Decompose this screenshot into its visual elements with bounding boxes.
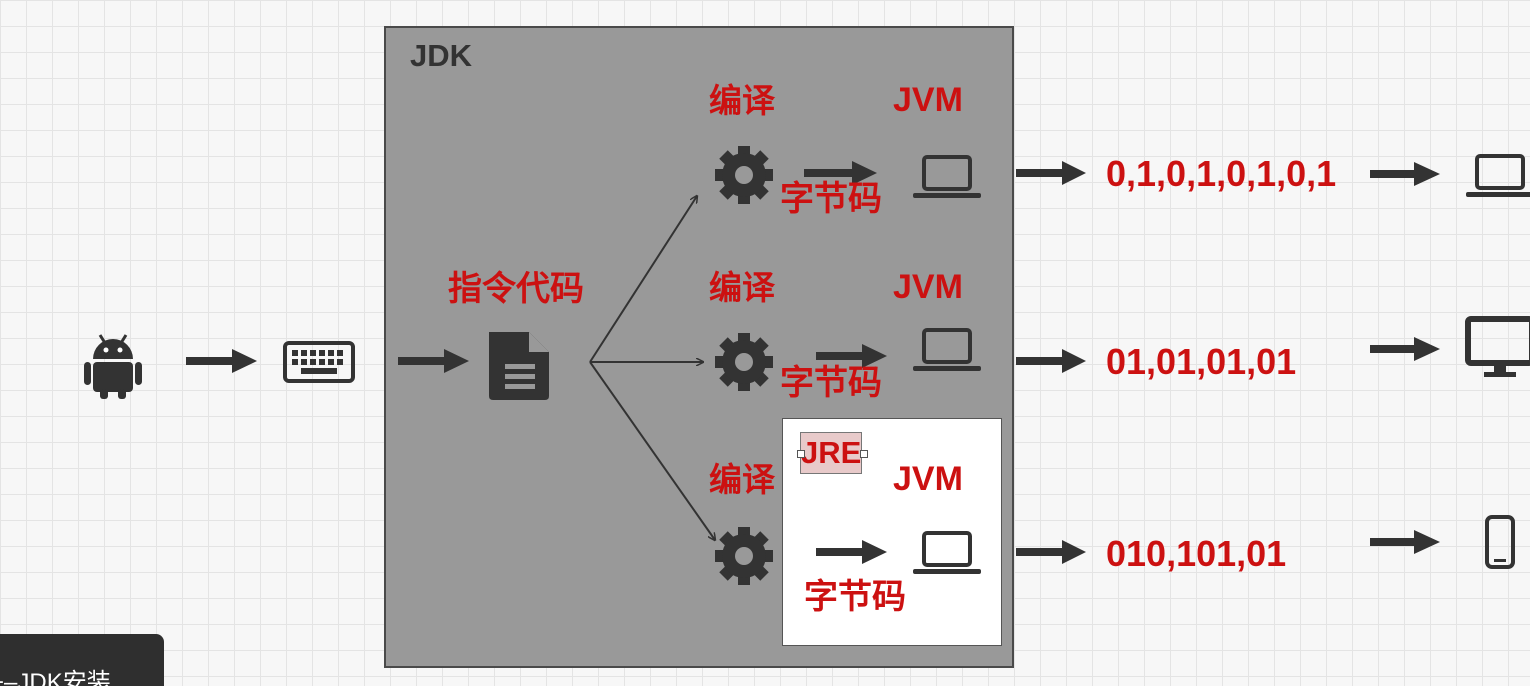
machine-code-label: 01,01,01,01: [1106, 341, 1297, 382]
flow-arrows: [186, 161, 1440, 564]
jre-label: JRE: [800, 432, 862, 474]
android-icon: [84, 334, 142, 399]
compile-label: 编译: [709, 82, 775, 119]
resize-handle-right[interactable]: [860, 450, 868, 458]
jvm-label: JVM: [893, 81, 963, 119]
arrow-keyboard-file: [398, 349, 469, 373]
file-icon: [489, 332, 549, 400]
bytecode-label: 字节码: [804, 578, 906, 616]
gear-icon: [715, 146, 773, 204]
machine-code-label: 0,1,0,1,0,1,0,1: [1106, 153, 1337, 194]
branch-arrows: [589, 196, 715, 540]
compile-label: 编译: [709, 461, 775, 498]
source-code-label: 指令代码: [448, 270, 584, 308]
laptop-icon: [911, 328, 983, 373]
arrow-jvm-code-3: [1016, 540, 1086, 564]
arrow-bytecode-jvm-2: [816, 344, 887, 368]
arrow-code-device-1: [1370, 162, 1440, 186]
branch-arrow-bottom: [589, 361, 715, 540]
gear-icon: [715, 333, 773, 391]
arrow-android-keyboard: [186, 349, 257, 373]
arrow-jvm-code-1: [1016, 161, 1086, 185]
resize-handle-left[interactable]: [797, 450, 805, 458]
laptop-icon: [911, 531, 983, 576]
jdk-label: JDK: [410, 38, 473, 73]
compile-label: 编译: [709, 269, 775, 306]
arrow-bytecode-jvm-3: [816, 540, 887, 564]
arrow-code-device-2: [1370, 337, 1440, 361]
monitor-icon: [1465, 316, 1530, 377]
branch-arrow-top: [589, 196, 697, 363]
phone-icon: [1485, 515, 1515, 569]
arrow-jvm-code-2: [1016, 349, 1086, 373]
bytecode-label: 字节码: [780, 364, 882, 402]
video-caption-text: +–JDK安装: [0, 669, 111, 686]
arrow-code-device-3: [1370, 530, 1440, 554]
jvm-label: JVM: [893, 460, 963, 498]
arrow-bytecode-jvm-1: [804, 161, 877, 185]
jvm-label: JVM: [893, 268, 963, 306]
laptop-icon: [1466, 154, 1530, 197]
laptop-icon: [911, 155, 983, 200]
video-caption-bar: +–JDK安装: [0, 634, 164, 686]
machine-code-label: 010,101,01: [1106, 533, 1287, 574]
gear-icon: [715, 527, 773, 585]
bytecode-label: 字节码: [780, 180, 882, 218]
keyboard-icon: [283, 341, 355, 383]
